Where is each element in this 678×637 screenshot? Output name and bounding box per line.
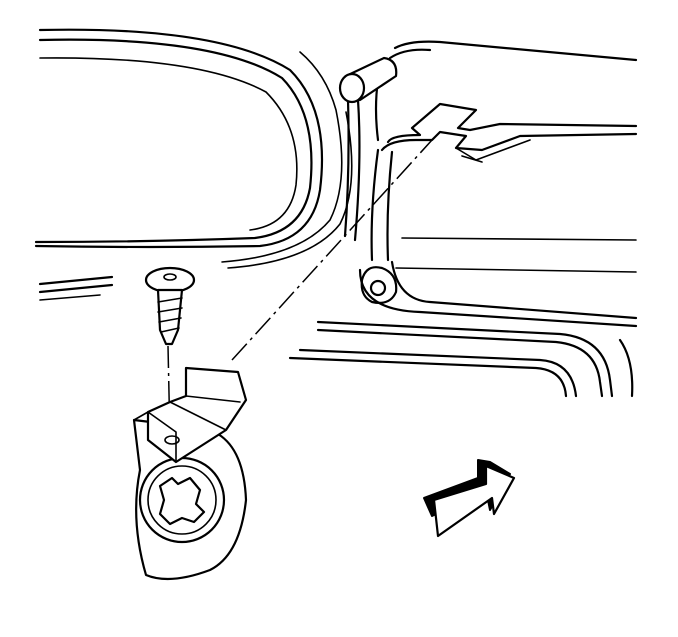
body-panel-outline bbox=[34, 28, 638, 398]
leader-line bbox=[231, 139, 433, 361]
direction-arrow bbox=[423, 459, 516, 538]
bumper-stop bbox=[338, 56, 398, 104]
push-pin-fastener bbox=[144, 266, 196, 346]
latch-assembly bbox=[132, 366, 248, 581]
mounting-ear bbox=[360, 266, 398, 304]
